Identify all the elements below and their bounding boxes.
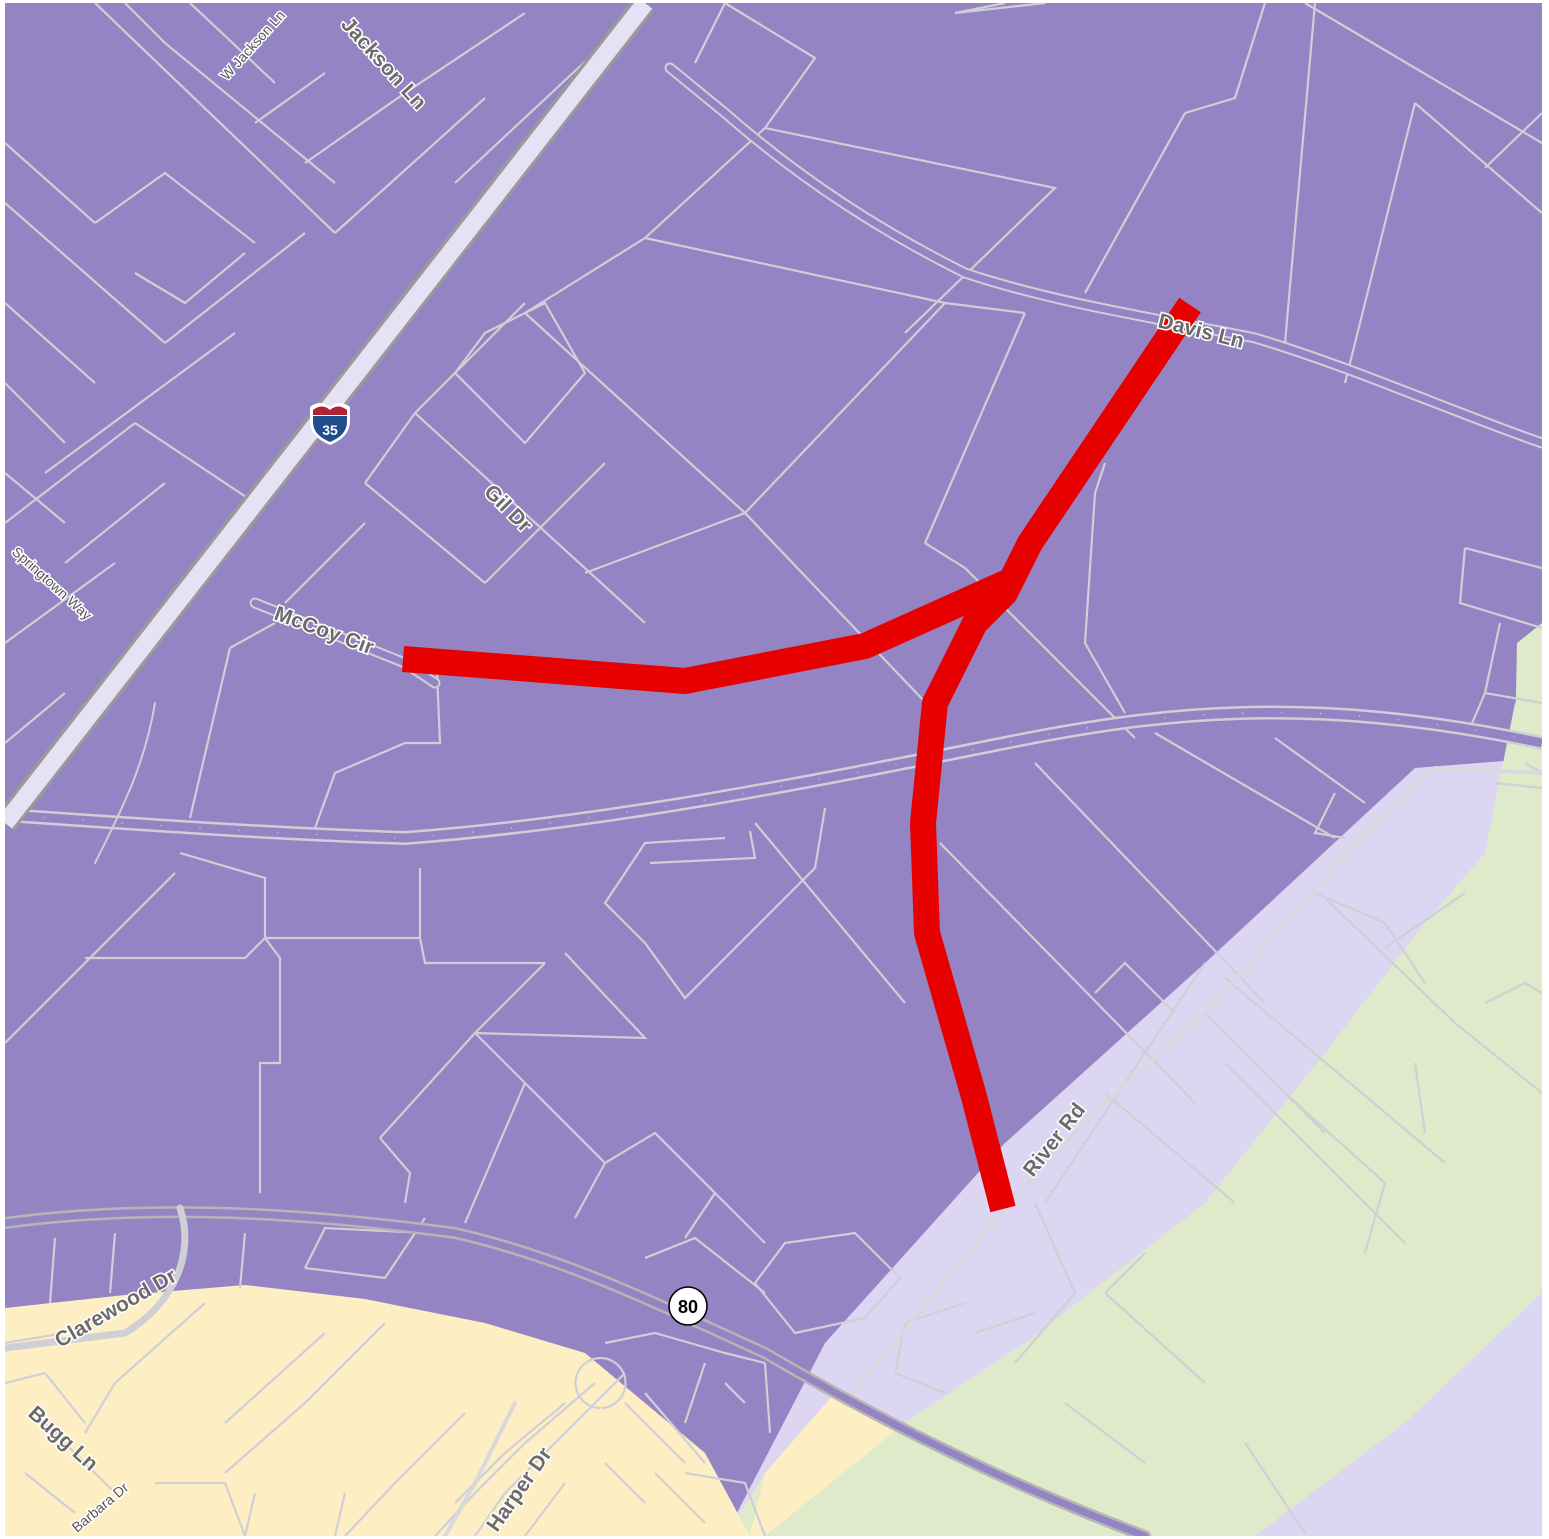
street-network [5, 62, 1542, 1536]
parcel-lines [5, 3, 1542, 1536]
highlighted-route[interactable] [401, 297, 1201, 1213]
zone-yellow-south [750, 1393, 905, 1536]
zone-lavender-southeast [1255, 1293, 1542, 1536]
state-route-shield-icon: 80 [668, 1286, 708, 1326]
route-segment-davis-river[interactable] [910, 297, 1201, 1213]
zone-green [725, 703, 1542, 1536]
zone-yellow [5, 1285, 750, 1536]
map-view[interactable]: Jackson Ln W Jackson Ln Springtown Way G… [5, 3, 1542, 1536]
interstate-shield-number: 35 [322, 422, 338, 438]
interstate-shield-icon: 35 [310, 403, 350, 445]
state-route-shield-number: 80 [678, 1297, 698, 1317]
railway [5, 705, 1542, 846]
route-segment-mccoy[interactable] [401, 569, 1016, 694]
zone-green-east-strip [1515, 623, 1542, 743]
